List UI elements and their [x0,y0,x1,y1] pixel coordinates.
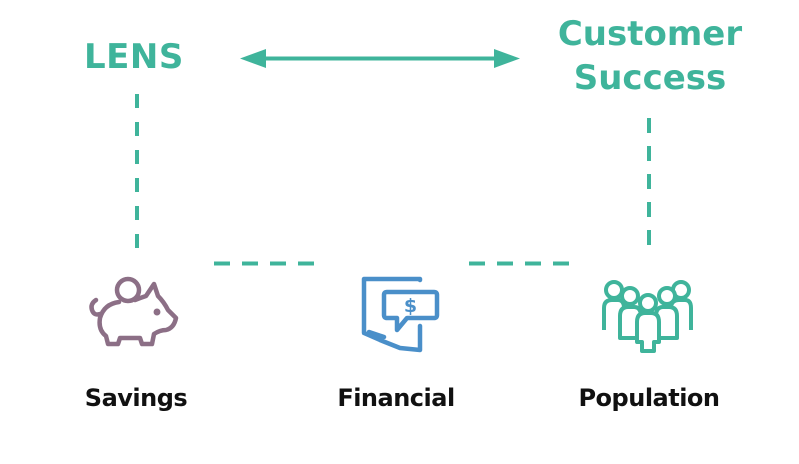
arrow-head-left [240,49,266,68]
customer-success-title-line: Success [573,58,727,98]
lens-node-title: LENS [84,37,184,77]
dollar-sign: $ [404,295,417,317]
bidirectional-arrow [240,49,520,68]
arrow-head-right [494,49,520,68]
savings-label: Savings [84,384,188,412]
dollar-document-icon: $ [361,276,440,353]
population-label: Population [578,384,720,412]
piggy-bank-icon [89,276,179,347]
customer-success-title-line: Customer [557,14,743,54]
people-group-icon [602,280,693,353]
financial-label: Financial [337,384,455,412]
